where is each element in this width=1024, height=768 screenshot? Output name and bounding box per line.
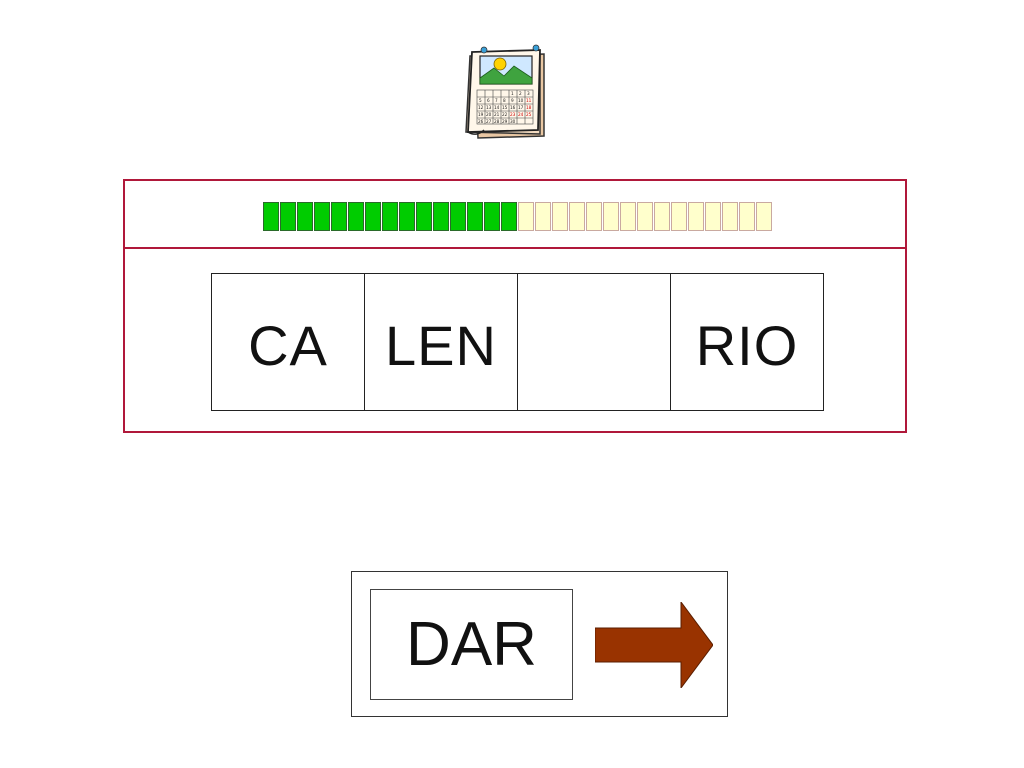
svg-text:7: 7 (495, 98, 498, 103)
svg-text:25: 25 (526, 112, 532, 117)
progress-segment-filled (382, 202, 398, 231)
svg-text:16: 16 (510, 105, 516, 110)
progress-segment-filled (331, 202, 347, 231)
progress-segment-empty (688, 202, 704, 231)
svg-text:15: 15 (502, 105, 508, 110)
progress-segment-empty (518, 202, 534, 231)
svg-text:26: 26 (478, 119, 484, 124)
svg-text:17: 17 (518, 105, 524, 110)
syllable-slot-empty[interactable] (518, 274, 671, 410)
svg-text:20: 20 (486, 112, 492, 117)
progress-segment-empty (552, 202, 568, 231)
progress-segment-filled (467, 202, 483, 231)
progress-segment-filled (280, 202, 296, 231)
svg-text:13: 13 (486, 105, 492, 110)
progress-segment-filled (416, 202, 432, 231)
svg-text:27: 27 (486, 119, 492, 124)
svg-text:1: 1 (511, 91, 514, 96)
progress-segment-empty (603, 202, 619, 231)
svg-text:22: 22 (502, 112, 508, 117)
svg-text:29: 29 (502, 119, 508, 124)
panel-divider (125, 247, 905, 249)
progress-bar (263, 202, 773, 231)
progress-segment-empty (535, 202, 551, 231)
syllable-slot: RIO (671, 274, 824, 410)
progress-segment-empty (722, 202, 738, 231)
progress-segment-filled (399, 202, 415, 231)
svg-text:6: 6 (487, 98, 490, 103)
progress-segment-filled (501, 202, 517, 231)
progress-segment-empty (654, 202, 670, 231)
progress-segment-filled (314, 202, 330, 231)
svg-text:28: 28 (494, 119, 500, 124)
svg-text:2: 2 (519, 91, 522, 96)
progress-segment-empty (671, 202, 687, 231)
arrow-right-icon[interactable] (594, 600, 714, 690)
svg-text:24: 24 (518, 112, 524, 117)
progress-segment-empty (586, 202, 602, 231)
svg-text:3: 3 (527, 91, 530, 96)
svg-text:19: 19 (478, 112, 484, 117)
answer-card: DAR (351, 571, 728, 717)
progress-segment-filled (348, 202, 364, 231)
progress-segment-filled (297, 202, 313, 231)
answer-option[interactable]: DAR (370, 589, 573, 700)
svg-text:10: 10 (518, 98, 524, 103)
syllable-slot: LEN (365, 274, 518, 410)
svg-text:11: 11 (526, 98, 532, 103)
progress-segment-empty (569, 202, 585, 231)
progress-segment-empty (620, 202, 636, 231)
progress-segment-filled (263, 202, 279, 231)
svg-text:12: 12 (478, 105, 484, 110)
progress-segment-filled (433, 202, 449, 231)
svg-text:30: 30 (510, 119, 516, 124)
syllable-slot: CA (212, 274, 365, 410)
progress-segment-empty (705, 202, 721, 231)
progress-segment-filled (450, 202, 466, 231)
svg-text:5: 5 (479, 98, 482, 103)
svg-text:9: 9 (511, 98, 514, 103)
svg-text:23: 23 (510, 112, 516, 117)
progress-segment-empty (637, 202, 653, 231)
svg-text:14: 14 (494, 105, 500, 110)
progress-segment-filled (484, 202, 500, 231)
progress-segment-empty (739, 202, 755, 231)
svg-text:8: 8 (503, 98, 506, 103)
progress-segment-empty (756, 202, 772, 231)
svg-text:18: 18 (526, 105, 532, 110)
svg-text:21: 21 (494, 112, 500, 117)
progress-segment-filled (365, 202, 381, 231)
